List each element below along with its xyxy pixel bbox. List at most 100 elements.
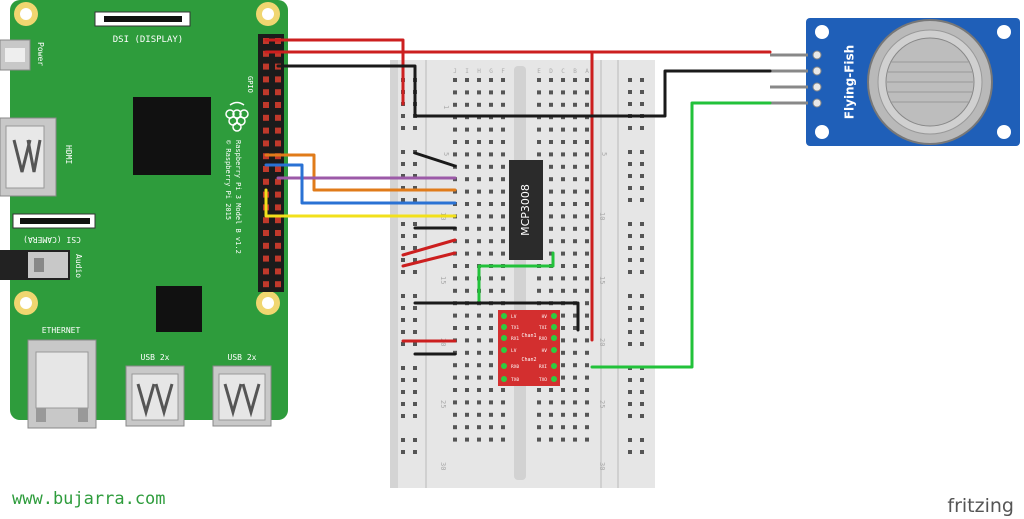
breadboard-hole <box>561 363 565 368</box>
rail-hole <box>401 294 405 298</box>
breadboard-hole <box>465 189 469 194</box>
breadboard-hole <box>465 239 469 244</box>
rail-hole <box>413 414 417 418</box>
rail-hole <box>401 414 405 418</box>
csi-label: CSI (CAMERA) <box>23 235 81 244</box>
breadboard-hole <box>573 264 577 268</box>
breadboard-hole <box>465 214 469 219</box>
breadboard-hole <box>489 276 493 281</box>
breadboard-hole <box>489 288 493 293</box>
ls-pin <box>551 313 557 319</box>
raspberry-pi-board: DSI (DISPLAY) Power Raspberry Pi 3 Model… <box>0 0 288 429</box>
breadboard-hole <box>561 251 565 256</box>
breadboard-hole <box>573 276 577 281</box>
rail-hole <box>628 198 632 202</box>
gpio-pin <box>263 166 269 172</box>
ls-left-pin: TX0 <box>511 377 519 383</box>
breadboard-hole <box>465 78 469 82</box>
row-number: 30 <box>598 462 606 470</box>
col-letter: C <box>561 68 565 75</box>
breadboard-hole <box>489 338 493 343</box>
wire-black-jumper-1 <box>413 151 457 168</box>
breadboard-hole <box>453 388 457 392</box>
rail-hole <box>401 270 405 274</box>
breadboard-hole <box>477 338 481 343</box>
breadboard-hole <box>489 78 493 82</box>
breadboard-hole <box>573 388 577 392</box>
breadboard-hole <box>501 90 505 95</box>
rail-hole <box>401 438 405 442</box>
gpio-pin <box>275 76 281 83</box>
rail-hole <box>640 90 644 94</box>
rail-hole <box>628 78 632 82</box>
fritzing-logo: fritzing <box>947 495 1014 517</box>
breadboard-hole <box>453 313 457 318</box>
breadboard-hole <box>465 102 469 107</box>
rail-hole <box>401 450 405 454</box>
ls-pin <box>501 313 507 319</box>
breadboard-hole <box>573 425 577 430</box>
rail-hole <box>401 246 405 250</box>
rail-hole <box>640 126 644 130</box>
col-letter: G <box>489 68 493 75</box>
gpio-pin <box>263 89 269 96</box>
breadboard-hole <box>477 251 481 256</box>
breadboard-hole <box>501 140 505 144</box>
breadboard-hole <box>465 226 469 231</box>
rail-hole <box>413 450 417 454</box>
rail-hole <box>640 414 644 418</box>
breadboard-hole <box>477 78 481 82</box>
breadboard-hole <box>465 412 469 417</box>
level-shifter-body <box>498 310 560 386</box>
breadboard-hole <box>489 90 493 95</box>
breadboard-hole <box>561 214 565 219</box>
breadboard-hole <box>501 202 505 206</box>
breadboard-hole <box>537 388 541 392</box>
breadboard-hole <box>489 251 493 256</box>
breadboard-hole <box>549 288 553 293</box>
col-letter: D <box>549 68 553 75</box>
breadboard-hole <box>537 140 541 144</box>
gpio-pin <box>263 242 269 249</box>
breadboard-hole <box>465 400 469 405</box>
breadboard-hole <box>549 276 553 281</box>
ls-right-pin: TXO <box>539 377 547 383</box>
rail-hole <box>628 246 632 250</box>
breadboard-hole <box>573 251 577 256</box>
gpio-pin <box>263 76 269 83</box>
breadboard-hole <box>465 202 469 206</box>
breadboard-hole <box>453 363 457 368</box>
breadboard-hole <box>477 177 481 182</box>
gpio-pin <box>275 230 281 236</box>
rail-hole <box>413 234 417 238</box>
rail-hole <box>401 198 405 202</box>
rail-hole <box>628 234 632 238</box>
gpio-pin <box>275 178 281 185</box>
breadboard-hole <box>477 202 481 206</box>
gpio-pin <box>275 191 281 198</box>
level-shifter-chan2: Chan2 <box>521 357 536 363</box>
gpio-pin <box>275 281 281 288</box>
row-number: 10 <box>598 212 606 220</box>
breadboard-hole <box>585 301 589 306</box>
rail-hole <box>413 330 417 334</box>
breadboard-hole <box>453 102 457 107</box>
ethernet-label: ETHERNET <box>42 326 81 335</box>
breadboard-hole <box>549 78 553 82</box>
breadboard-hole <box>561 425 565 430</box>
wire-blue <box>264 163 457 205</box>
breadboard-hole <box>585 152 589 157</box>
rail-hole <box>640 174 644 178</box>
breadboard-hole <box>537 437 541 442</box>
breadboard-hole <box>489 363 493 368</box>
rail-hole <box>413 246 417 250</box>
breadboard-hole <box>561 388 565 392</box>
wire-yellow <box>264 188 457 218</box>
breadboard-hole <box>537 127 541 132</box>
breadboard-hole <box>501 214 505 219</box>
gpio-pin <box>263 50 269 57</box>
rail-hole <box>628 150 632 154</box>
breadboard-hole <box>465 350 469 355</box>
breadboard-hole <box>585 90 589 95</box>
breadboard-hole <box>537 412 541 417</box>
